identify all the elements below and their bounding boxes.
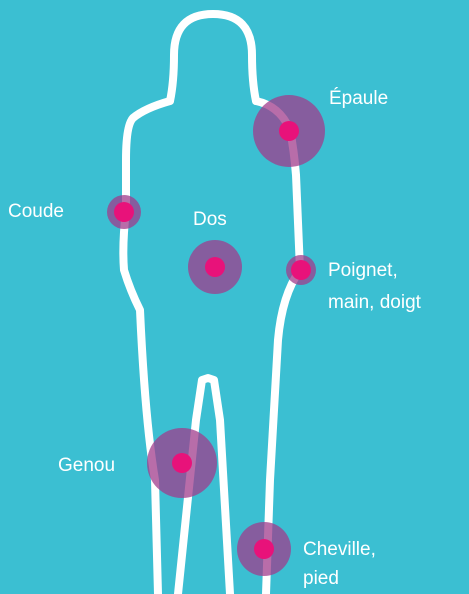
hotspot-dot [279,121,299,141]
hotspot-dot [114,202,134,222]
hotspot-dos[interactable] [188,240,242,294]
torso-outline [123,101,300,594]
label-epaule[interactable]: Épaule [329,86,388,112]
label-dos[interactable]: Dos [193,207,227,233]
hotspot-epaule[interactable] [253,95,325,167]
label-poignet-line1[interactable]: Poignet, [328,258,398,284]
hotspot-genou[interactable] [147,428,217,498]
hotspot-dot [205,257,225,277]
hotspot-poignet[interactable] [286,255,316,285]
label-poignet-line2[interactable]: main, doigt [328,290,421,316]
hotspot-dot [254,539,274,559]
hotspot-dot [172,453,192,473]
hotspot-cheville[interactable] [237,522,291,576]
label-coude[interactable]: Coude [8,199,64,225]
label-genou[interactable]: Genou [58,453,115,479]
head-outline [170,14,256,101]
label-cheville-line1[interactable]: Cheville, [303,537,376,563]
label-cheville-line2[interactable]: pied [303,566,339,592]
hotspot-dot [291,260,311,280]
hotspot-coude[interactable] [107,195,141,229]
